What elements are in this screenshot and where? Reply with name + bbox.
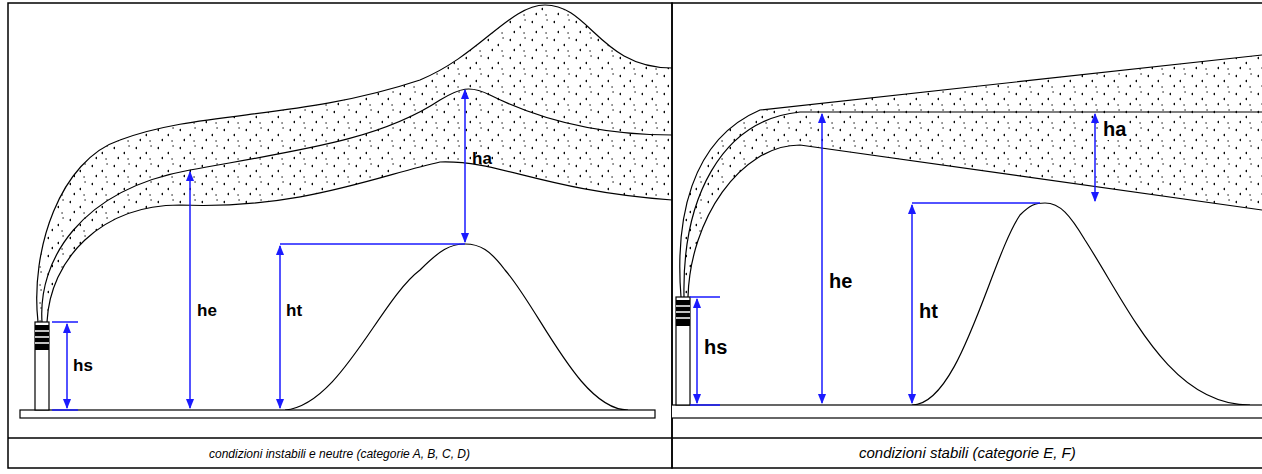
plume-axis <box>42 89 672 322</box>
chimney-bands <box>35 325 49 350</box>
dimension-arrow <box>464 90 466 242</box>
chimney-bands <box>676 306 690 318</box>
dimension-label: ha <box>1101 118 1128 140</box>
dimension-arrow <box>821 114 823 403</box>
dimension-tick <box>912 202 1040 204</box>
dimension-tick <box>280 243 465 245</box>
chimney <box>676 297 690 405</box>
dimension-arrow <box>1094 114 1096 201</box>
dimension-label: he <box>197 302 217 321</box>
panel-frame <box>8 3 672 468</box>
dimension-arrow <box>66 324 68 408</box>
plume-fill <box>37 5 672 322</box>
dimension-label: ha <box>472 150 492 169</box>
ground <box>672 405 1262 418</box>
dimension-arrow <box>696 299 698 403</box>
plume-axis <box>684 112 1262 297</box>
dimension-label: hs <box>73 357 93 376</box>
dimension-arrow <box>279 246 281 408</box>
dimension-arrow <box>189 172 191 408</box>
dimension-label: ht <box>286 302 302 321</box>
dimension-arrow <box>911 205 913 403</box>
chimney-bands <box>676 300 690 326</box>
chimney-bands <box>35 331 49 343</box>
plume-fill <box>680 55 1262 297</box>
plume-edge <box>47 162 672 322</box>
dimension-label: ht <box>919 300 938 322</box>
plume-edge <box>680 55 1262 297</box>
hill <box>912 203 1250 405</box>
chimney <box>35 322 49 410</box>
hill <box>285 244 628 410</box>
plume-edge <box>688 145 1262 297</box>
dimension-label: hs <box>704 336 727 358</box>
caption-text: condizioni stabili (categorie E, F) <box>859 445 1076 462</box>
caption-text: condizioni instabili e neutre (categorie… <box>209 448 470 461</box>
panel-frame <box>672 3 1262 468</box>
caption-divider <box>672 437 1262 439</box>
caption-divider <box>8 437 672 439</box>
plume-edge <box>37 5 672 322</box>
ground <box>20 410 655 418</box>
dimension-label: he <box>829 270 852 292</box>
